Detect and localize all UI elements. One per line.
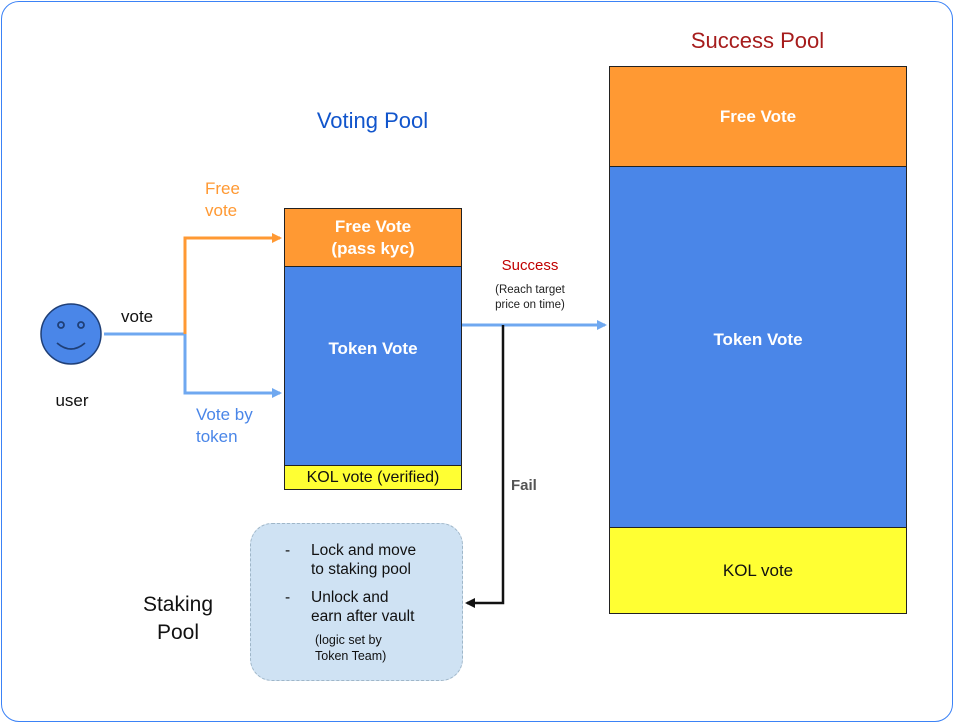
staking-item-2-sub1: (logic set by	[315, 633, 382, 647]
free-vote-arrow	[183, 233, 282, 334]
voting-pool-free-vote-line1: Free Vote	[334, 216, 412, 236]
success-note-line2: price on time)	[495, 299, 565, 311]
staking-pool-label: Staking Pool	[133, 591, 223, 647]
voting-pool-title: Voting Pool	[316, 108, 429, 133]
staking-item-1-line1: Lock and move	[311, 542, 417, 559]
bullet-dash: -	[285, 589, 291, 606]
voting-pool-free-vote-line2: (pass kyc)	[331, 238, 415, 258]
fail-label: Fail	[511, 477, 537, 494]
staking-item-2-sub: (logic set by Token Team)	[315, 632, 386, 664]
success-pool-token-vote: Token Vote	[609, 166, 907, 528]
staking-item-2: Unlock and earn after vault	[311, 588, 414, 626]
voting-pool-token-vote: Token Vote	[284, 266, 462, 466]
success-pool-free-vote: Free Vote	[609, 66, 907, 167]
voting-pool-kol-vote: KOL vote (verified)	[284, 465, 462, 490]
staking-item-2-sub2: Token Team)	[315, 649, 387, 663]
success-label: Success	[501, 257, 559, 274]
free-vote-label-line1: Free	[205, 179, 240, 198]
success-note-line1: (Reach target	[495, 284, 565, 296]
voting-pool-free-vote: Free Vote (pass kyc)	[284, 208, 462, 267]
staking-item-2-line1: Unlock and	[311, 589, 389, 606]
success-pool-kol-vote: KOL vote	[609, 527, 907, 614]
staking-item-2-line2: earn after vault	[311, 608, 415, 625]
vote-by-token-label: Vote by token	[196, 404, 253, 448]
staking-pool-label-line2: Pool	[156, 621, 200, 644]
vote-by-token-label-line2: token	[196, 427, 238, 446]
fail-arrow	[465, 325, 505, 608]
bullet-dash: -	[285, 542, 291, 559]
success-note: (Reach target price on time)	[470, 283, 590, 313]
vote-by-token-label-line1: Vote by	[196, 405, 253, 424]
token-vote-arrow	[183, 334, 282, 398]
user-label: user	[55, 391, 89, 410]
success-pool-title: Success Pool	[690, 28, 825, 53]
staking-item-1-line2: to staking pool	[311, 561, 411, 578]
user-smiley-icon	[40, 303, 102, 365]
staking-pool-note: - Lock and move to staking pool - Unlock…	[250, 523, 463, 681]
vote-label: vote	[121, 307, 154, 326]
free-vote-label: Free vote	[205, 178, 240, 222]
staking-item-1: Lock and move to staking pool	[311, 541, 416, 579]
free-vote-label-line2: vote	[205, 201, 238, 220]
staking-pool-label-line1: Staking	[142, 593, 214, 616]
